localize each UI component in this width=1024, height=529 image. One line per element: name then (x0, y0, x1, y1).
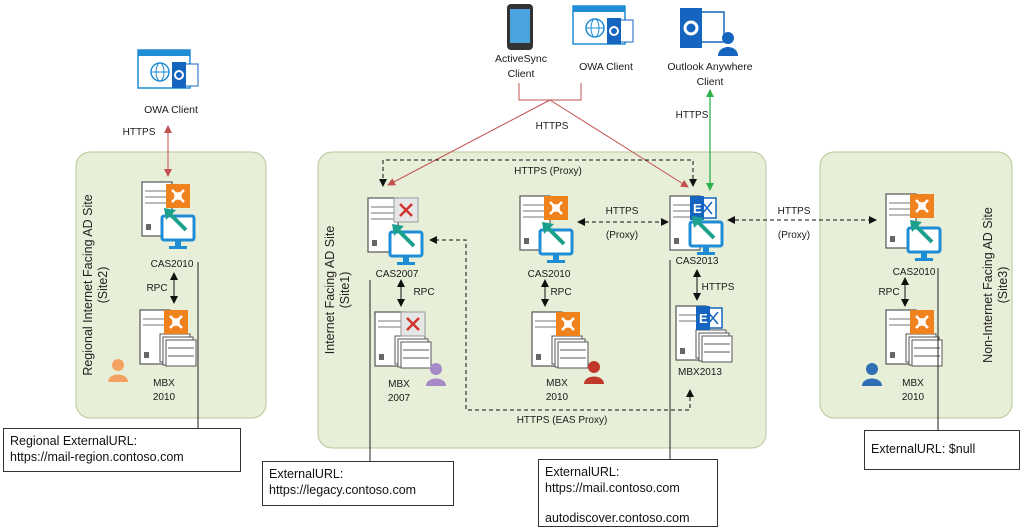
cas2013-server-icon (669, 195, 724, 257)
mail-externalurl-value: https://mail.contoso.com (545, 481, 680, 495)
autodiscover-value: autodiscover.contoso.com (545, 511, 690, 525)
rpc-2007-label: RPC (413, 287, 434, 298)
cas2013-label: CAS2013 (676, 256, 719, 267)
rpc-site3-label: RPC (878, 287, 899, 298)
null-externalurl-value: ExternalURL: $null (871, 442, 976, 456)
legacy-externalurl-callout: ExternalURL: https://legacy.contoso.com (262, 461, 454, 506)
site2-subtitle: (Site2) (96, 267, 110, 304)
https-site3-label: HTTPS (778, 206, 811, 217)
outlook-anywhere-label-1: Outlook Anywhere (667, 61, 752, 73)
regional-externalurl-value: https://mail-region.contoso.com (10, 450, 184, 464)
owa-client-left-icon (137, 49, 199, 89)
https-arrow-to-cas2007 (387, 99, 551, 186)
mbx-site3-label-1: MBX (902, 378, 924, 389)
site1-subtitle: (Site1) (338, 272, 352, 309)
legacy-externalurl-value: https://legacy.contoso.com (269, 483, 417, 497)
cas2007-label: CAS2007 (376, 269, 419, 280)
rpc-site2-label: RPC (146, 283, 167, 294)
regional-externalurl-callout: Regional ExternalURL: https://mail-regio… (3, 428, 241, 472)
https-left-label: HTTPS (123, 127, 156, 138)
rpc-2010-label: RPC (550, 287, 571, 298)
site2-title: Regional Internet Facing AD Site (81, 194, 95, 375)
https-2013-label: HTTPS (702, 282, 735, 293)
mail-externalurl-label: ExternalURL: (545, 465, 620, 479)
cas-site3-label: CAS2010 (893, 267, 936, 278)
mbx-site2-server-icon (139, 308, 197, 367)
activesync-client-label-1: ActiveSync (495, 53, 547, 65)
mbx2007-server-icon (374, 310, 432, 369)
legacy-externalurl-label: ExternalURL: (269, 467, 344, 481)
mbx-site2-label-1: MBX (153, 378, 175, 389)
client-bracket (518, 83, 582, 101)
mbx-site3-label-2: 2010 (902, 392, 925, 403)
cas2010-label: CAS2010 (528, 269, 571, 280)
proxy-mid-label: (Proxy) (606, 230, 638, 241)
owa-client-top-icon (572, 5, 634, 45)
https-arrow-to-cas2013 (549, 99, 689, 188)
mbx2010-label-2: 2010 (546, 392, 569, 403)
https-center-label: HTTPS (536, 121, 569, 132)
https-right-label: HTTPS (676, 110, 709, 121)
https-mid-label: HTTPS (606, 206, 639, 217)
owa-client-top-label: OWA Client (579, 61, 633, 73)
site1-title: Internet Facing AD Site (323, 226, 337, 355)
mbx2010-label-1: MBX (546, 378, 568, 389)
outlook-anywhere-icon (680, 8, 738, 56)
https-eas-label: HTTPS (EAS Proxy) (517, 415, 608, 426)
regional-externalurl-label: Regional ExternalURL: (10, 434, 138, 448)
cas-site2-label: CAS2010 (151, 259, 194, 270)
mbx-site3-server-icon (885, 308, 943, 367)
https-proxy-top-label: HTTPS (Proxy) (514, 166, 582, 177)
proxy-site3-label: (Proxy) (778, 230, 810, 241)
mbx-site2-label-2: 2010 (153, 392, 176, 403)
outlook-anywhere-label-2: Client (697, 76, 724, 88)
site3-subtitle: (Site3) (996, 267, 1010, 304)
mbx2007-label-1: MBX (388, 379, 410, 390)
mbx2007-label-2: 2007 (388, 393, 411, 404)
site3-title: Non-Internet Facing AD Site (981, 207, 995, 363)
mbx2013-label: MBX2013 (678, 367, 722, 378)
mobile-device-icon (507, 4, 533, 50)
mbx2010-server-icon (531, 310, 589, 369)
mail-externalurl-callout: ExternalURL: https://mail.contoso.com au… (538, 459, 718, 527)
activesync-client-label-2: Client (508, 68, 535, 80)
owa-client-left-label: OWA Client (144, 104, 198, 116)
null-externalurl-callout: ExternalURL: $null (864, 430, 1020, 470)
